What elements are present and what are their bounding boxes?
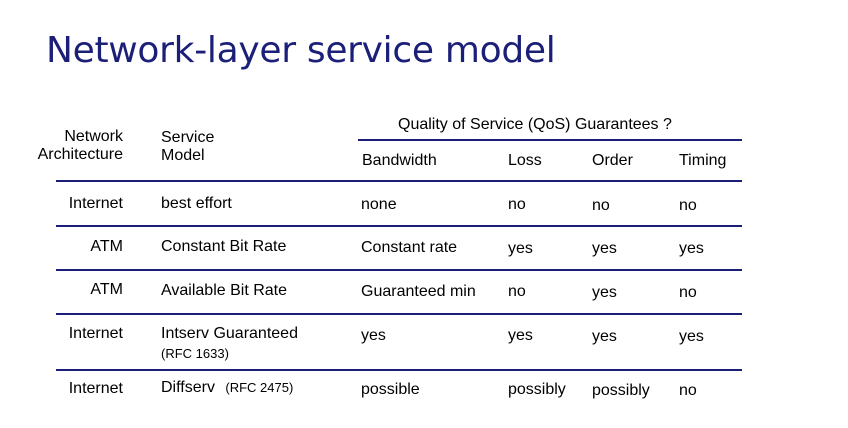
header-service-model: Service Model bbox=[161, 129, 214, 166]
row-3-timing: no bbox=[679, 284, 697, 301]
row-3-model: Available Bit Rate bbox=[161, 282, 287, 299]
row-3-bandwidth: Guaranteed min bbox=[361, 283, 476, 300]
row-4-order: yes bbox=[592, 328, 617, 345]
row-1-rule bbox=[56, 225, 742, 227]
header-network-line2: Architecture bbox=[37, 146, 123, 164]
header-network-architecture: Network Architecture bbox=[38, 128, 123, 165]
row-2-loss: yes bbox=[508, 240, 533, 257]
header-service-line1: Service bbox=[161, 129, 215, 146]
row-5-model-name: Diffserv bbox=[161, 379, 215, 396]
header-rule bbox=[56, 180, 742, 182]
row-5-arch: Internet bbox=[68, 380, 123, 397]
row-1-model: best effort bbox=[161, 195, 232, 212]
row-1-order: no bbox=[592, 197, 610, 214]
row-2-arch: ATM bbox=[90, 238, 123, 255]
row-2-rule bbox=[56, 269, 742, 271]
row-2-bandwidth: Constant rate bbox=[361, 239, 458, 256]
row-3-loss: no bbox=[508, 283, 526, 300]
row-5-loss: possibly bbox=[508, 381, 566, 398]
row-5-model: Diffserv (RFC 2475) bbox=[161, 379, 293, 397]
row-2-order: yes bbox=[592, 240, 617, 257]
header-loss: Loss bbox=[508, 152, 542, 169]
row-1-loss: no bbox=[508, 196, 526, 213]
qos-rule bbox=[358, 139, 742, 141]
row-2-model: Constant Bit Rate bbox=[161, 238, 287, 255]
row-1-bandwidth: none bbox=[361, 196, 397, 213]
header-service-line2: Model bbox=[161, 147, 205, 165]
header-timing: Timing bbox=[679, 152, 727, 169]
row-3-rule bbox=[56, 313, 742, 315]
row-4-model: Intserv Guaranteed bbox=[161, 325, 298, 342]
row-3-arch: ATM bbox=[90, 281, 123, 298]
row-5-timing: no bbox=[679, 382, 697, 399]
row-4-timing: yes bbox=[679, 328, 704, 345]
row-1-arch: Internet bbox=[68, 195, 123, 212]
row-2-timing: yes bbox=[679, 240, 704, 257]
row-3-order: yes bbox=[592, 284, 617, 301]
row-1-timing: no bbox=[679, 197, 697, 214]
header-qos: Quality of Service (QoS) Guarantees ? bbox=[398, 116, 672, 133]
row-4-rfc: (RFC 1633) bbox=[161, 346, 229, 361]
header-bandwidth: Bandwidth bbox=[362, 152, 437, 169]
header-network-line1: Network bbox=[64, 128, 123, 145]
row-5-order: possibly bbox=[592, 382, 650, 399]
row-4-loss: yes bbox=[508, 327, 533, 344]
header-order: Order bbox=[592, 152, 633, 169]
row-4-bandwidth: yes bbox=[361, 327, 386, 344]
row-4-rule bbox=[56, 369, 742, 371]
row-4-arch: Internet bbox=[68, 325, 123, 342]
row-5-bandwidth: possible bbox=[361, 381, 420, 398]
row-5-rfc: (RFC 2475) bbox=[225, 380, 294, 395]
slide-title: Network-layer service model bbox=[46, 30, 556, 71]
